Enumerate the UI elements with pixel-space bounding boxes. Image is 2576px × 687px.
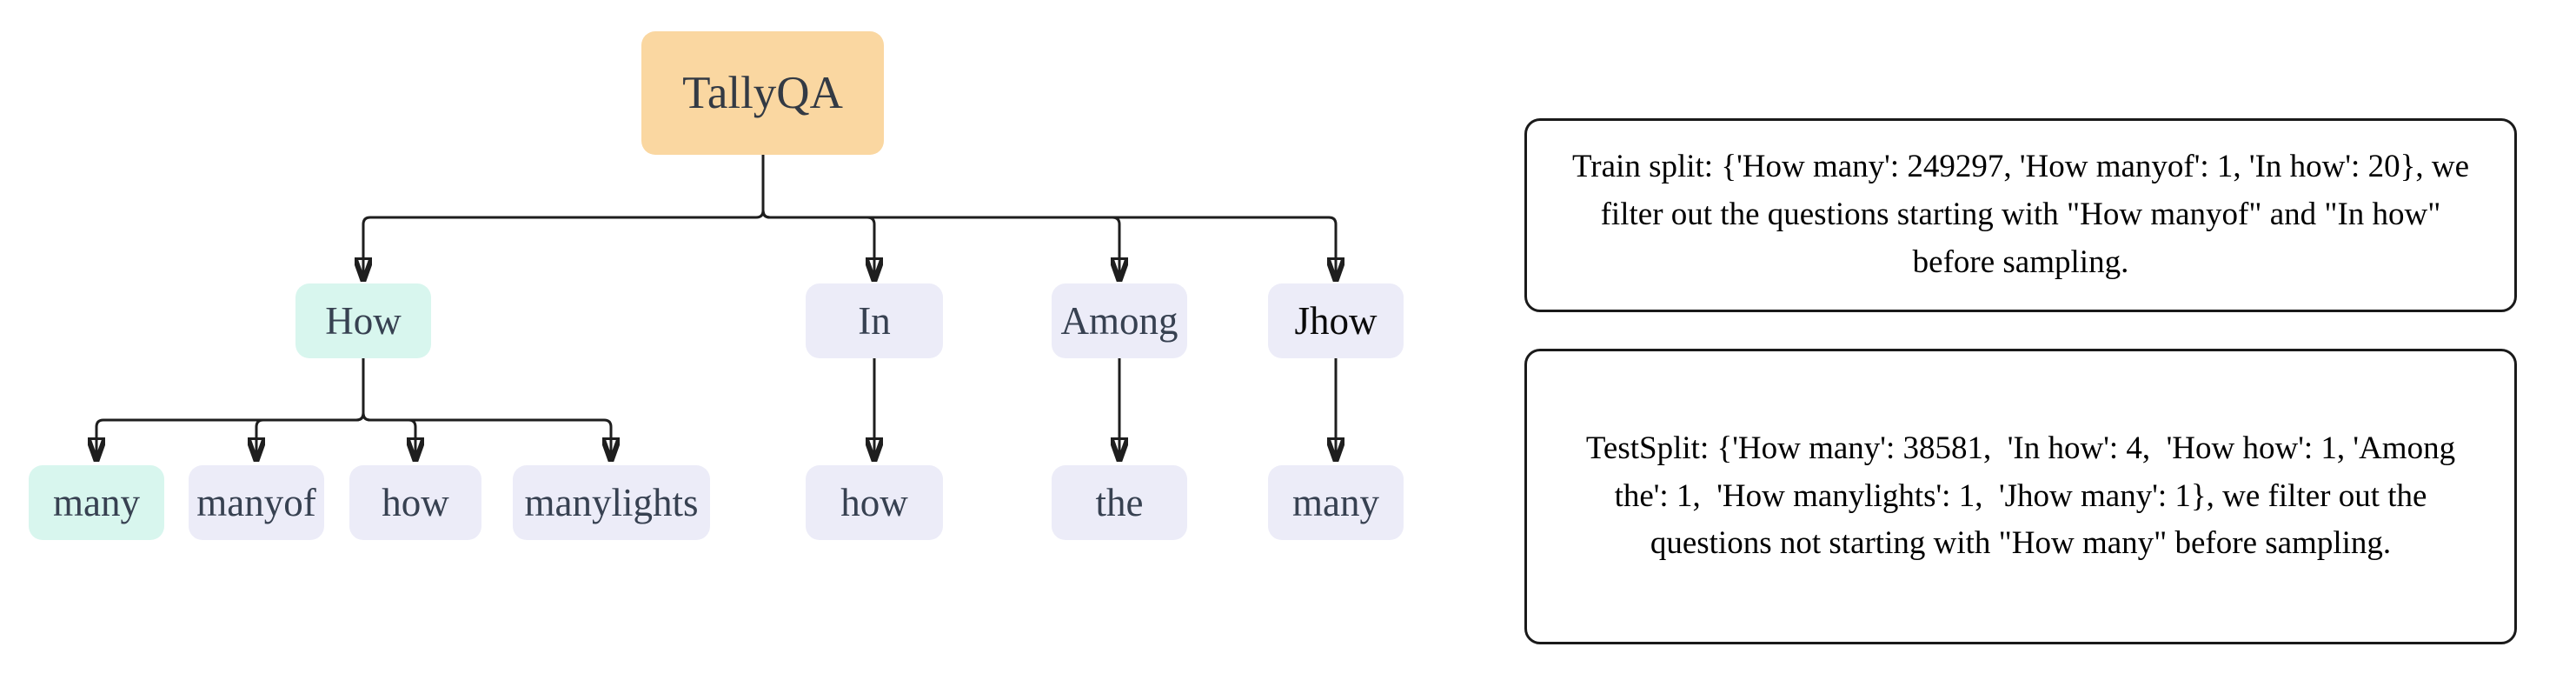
node-manylights-label: manylights [524, 481, 699, 524]
edge-how-many [96, 358, 365, 460]
edge-tallyqa-jhow [761, 155, 1336, 280]
node-how-under-in: how [806, 465, 943, 540]
node-manyof-label: manyof [196, 481, 316, 524]
node-tallyqa: TallyQA [641, 31, 884, 155]
node-manyof: manyof [189, 465, 324, 540]
node-among-label: Among [1060, 299, 1178, 343]
node-in-label: In [858, 299, 891, 343]
node-how: How [295, 283, 431, 358]
node-in: In [806, 283, 943, 358]
node-the-under-among-label: the [1095, 481, 1144, 524]
test-split-note: TestSplit: {'How many': 38581, 'In how':… [1524, 349, 2517, 644]
node-how-label: How [325, 299, 402, 343]
node-many-under-jhow: many [1268, 465, 1404, 540]
node-many-label: many [53, 481, 140, 524]
train-split-note: Train split: {'How many': 249297, 'How m… [1524, 118, 2517, 312]
node-many: many [29, 465, 164, 540]
test-split-note-text: TestSplit: {'How many': 38581, 'In how':… [1585, 430, 2464, 562]
node-jhow-label: Jhow [1294, 299, 1378, 343]
edge-how-manylights [362, 358, 611, 460]
node-tallyqa-label: TallyQA [682, 68, 843, 118]
node-many-under-jhow-label: many [1292, 481, 1379, 524]
train-split-note-text: Train split: {'How many': 249297, 'How m… [1572, 149, 2478, 280]
edge-tallyqa-how [363, 155, 765, 280]
edge-how-manyof [256, 358, 365, 460]
node-the-under-among: the [1052, 465, 1187, 540]
node-manylights: manylights [513, 465, 710, 540]
node-how-child-label: how [382, 481, 449, 524]
node-how-child: how [349, 465, 481, 540]
edge-how-how [362, 358, 415, 460]
node-among: Among [1052, 283, 1187, 358]
node-jhow: Jhow [1268, 283, 1404, 358]
node-how-under-in-label: how [840, 481, 908, 524]
